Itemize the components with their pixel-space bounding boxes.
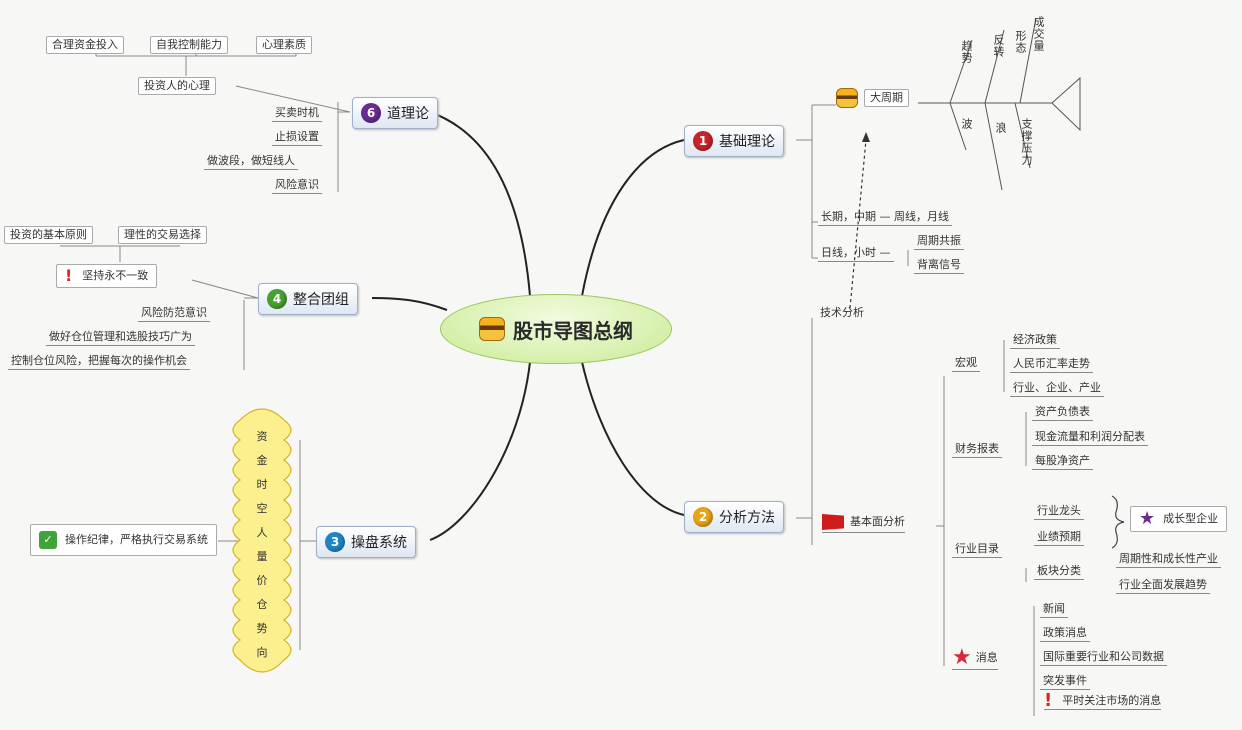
fish-bone-top-1: 趋势 — [960, 40, 973, 64]
macro-item-2[interactable]: 人民币汇率走势 — [1010, 355, 1093, 373]
rt-sub-1[interactable]: 周期共振 — [914, 232, 964, 250]
fish-bone-bottom-3: 支撑压力 — [1020, 118, 1033, 166]
number-icon-b1: 6 — [361, 103, 381, 123]
lt-box-2[interactable]: 自我控制能力 — [150, 36, 228, 54]
finance-item-1[interactable]: 资产负债表 — [1032, 403, 1093, 421]
central-topic[interactable]: 股市导图总纲 — [440, 294, 672, 364]
yellow-item-5[interactable]: 人 — [256, 526, 268, 539]
yellow-item-1[interactable]: 资 — [256, 430, 268, 443]
lm-item-1[interactable]: 风险防范意识 — [138, 304, 210, 322]
yellow-item-4[interactable]: 空 — [256, 502, 268, 515]
yellow-item-7[interactable]: 价 — [256, 574, 268, 587]
check-icon: ✓ — [39, 531, 57, 549]
lm-item-2[interactable]: 做好仓位管理和选股技巧广为 — [46, 328, 195, 346]
section-news-node[interactable]: ★ 消息 — [952, 645, 998, 670]
exclamation-icon: ! — [65, 266, 73, 285]
exclamation-icon: ! — [1044, 690, 1053, 711]
macro-item-1[interactable]: 经济政策 — [1010, 331, 1060, 349]
branch-b5[interactable]: 2 分析方法 — [684, 501, 784, 533]
branch-b4[interactable]: 1 基础理论 — [684, 125, 784, 157]
branch-b2[interactable]: 4 整合团组 — [258, 283, 358, 315]
news-item-2[interactable]: 政策消息 — [1040, 624, 1090, 642]
news-item-5: 平时关注市场的消息 — [1062, 694, 1162, 707]
burger-icon — [479, 317, 505, 341]
section-news-label: 消息 — [975, 651, 998, 664]
lm-item-3[interactable]: 控制仓位风险，把握每次的操作机会 — [8, 352, 190, 370]
section-finance-label[interactable]: 财务报表 — [952, 440, 1002, 458]
lb-check-label: 操作纪律，严格执行交易系统 — [65, 533, 208, 546]
yellow-pill-shape — [232, 408, 292, 673]
rt-item-1[interactable]: 长期，中期 — 周线，月线 — [818, 208, 952, 226]
branch-b3-label: 操盘系统 — [351, 535, 407, 551]
lt-item-2[interactable]: 止损设置 — [272, 128, 322, 146]
industry-item-1[interactable]: 行业龙头 — [1034, 502, 1084, 520]
branch-b1[interactable]: 6 道理论 — [352, 97, 438, 129]
burger-icon — [836, 88, 858, 108]
fish-head-node[interactable]: 大周期 — [836, 88, 909, 108]
star-note-label: 成长型企业 — [1163, 512, 1219, 525]
number-icon-b3: 3 — [325, 532, 345, 552]
yellow-item-3[interactable]: 时 — [256, 478, 268, 491]
yellow-item-6[interactable]: 量 — [256, 550, 268, 563]
number-icon-b4: 1 — [693, 131, 713, 151]
fish-bone-top-4: 成交量 — [1032, 16, 1045, 52]
branch-b5-label: 分析方法 — [719, 510, 775, 526]
finance-item-2[interactable]: 现金流量和利润分配表 — [1032, 428, 1148, 446]
tech-analysis-label[interactable]: 技术分析 — [820, 306, 864, 319]
lm-box-2[interactable]: 理性的交易选择 — [118, 226, 207, 244]
fish-label: 大周期 — [864, 89, 909, 107]
branch-b4-label: 基础理论 — [719, 134, 775, 150]
finance-item-3[interactable]: 每股净资产 — [1032, 452, 1093, 470]
rt-sub-2[interactable]: 背离信号 — [914, 256, 964, 274]
yellow-item-9[interactable]: 势 — [256, 622, 268, 635]
news-item-4[interactable]: 突发事件 — [1040, 672, 1090, 690]
lt-item-1[interactable]: 买卖时机 — [272, 104, 322, 122]
lt-item-3[interactable]: 做波段，做短线人 — [204, 152, 298, 170]
sector-item-1[interactable]: 周期性和成长性产业 — [1116, 550, 1221, 568]
lt-item-4[interactable]: 风险意识 — [272, 176, 322, 194]
industry-item-2[interactable]: 业绩预期 — [1034, 528, 1084, 546]
section-sector-label[interactable]: 板块分类 — [1034, 562, 1084, 580]
lt-box-1[interactable]: 合理资金投入 — [46, 36, 124, 54]
fish-bone-top-3: 形态 — [1014, 30, 1027, 54]
number-icon-b2: 4 — [267, 289, 287, 309]
section-macro-label[interactable]: 宏观 — [952, 354, 980, 372]
lm-warn-box[interactable]: ! 坚持永不一致 — [56, 264, 158, 288]
star-icon: ★ — [1139, 508, 1156, 529]
fund-analysis-label: 基本面分析 — [850, 515, 905, 528]
central-topic-label: 股市导图总纲 — [513, 318, 633, 343]
lm-warn-label: 坚持永不一致 — [82, 269, 149, 282]
news-item-5-node[interactable]: ! 平时关注市场的消息 — [1044, 690, 1162, 711]
macro-item-3[interactable]: 行业、企业、产业 — [1010, 379, 1104, 397]
fund-analysis-node[interactable]: 基本面分析 — [822, 514, 905, 533]
branch-b1-label: 道理论 — [387, 106, 429, 122]
news-item-3[interactable]: 国际重要行业和公司数据 — [1040, 648, 1167, 666]
red-flag-icon — [822, 514, 844, 530]
branch-b2-label: 整合团组 — [293, 292, 349, 308]
section-industry-label[interactable]: 行业目录 — [952, 540, 1002, 558]
lb-check-box[interactable]: ✓ 操作纪律，严格执行交易系统 — [30, 524, 217, 556]
yellow-item-8[interactable]: 仓 — [256, 598, 268, 611]
lt-box-3[interactable]: 心理素质 — [256, 36, 312, 54]
rt-item-2[interactable]: 日线，小时 — — [818, 244, 894, 262]
sector-item-2[interactable]: 行业全面发展趋势 — [1116, 576, 1210, 594]
red-star-icon: ★ — [952, 645, 972, 670]
number-icon-b5: 2 — [693, 507, 713, 527]
star-note-box[interactable]: ★ 成长型企业 — [1130, 506, 1228, 532]
yellow-item-10[interactable]: 向 — [256, 646, 268, 659]
lm-box-1[interactable]: 投资的基本原则 — [4, 226, 93, 244]
news-item-1[interactable]: 新闻 — [1040, 600, 1068, 618]
lt-mid-box[interactable]: 投资人的心理 — [138, 77, 216, 95]
fish-bone-bottom-1: 波 — [960, 118, 973, 130]
fish-bone-top-2: 反转 — [992, 34, 1005, 58]
branch-b3[interactable]: 3 操盘系统 — [316, 526, 416, 558]
yellow-item-2[interactable]: 金 — [256, 454, 268, 467]
fish-bone-bottom-2: 浪 — [994, 122, 1007, 134]
